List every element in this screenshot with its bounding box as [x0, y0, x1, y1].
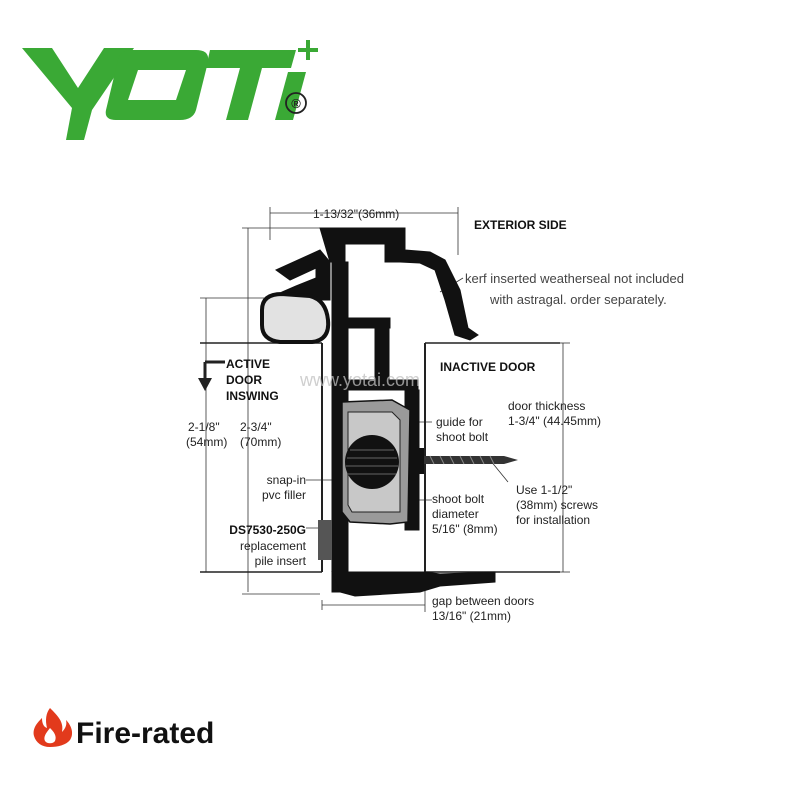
logo-letter-i [275, 72, 306, 120]
part-number: DS7530-250G [229, 523, 306, 537]
gap-label-2: 13/16" (21mm) [432, 609, 511, 623]
bolt-label-1: shoot bolt [432, 492, 485, 506]
fire-rated-text: Fire-rated [76, 717, 214, 750]
labels: 1-13/32"(36mm) EXTERIOR SIDE kerf insert… [186, 207, 684, 623]
guide-label-1: guide for [436, 415, 483, 429]
logo-plus-v [306, 40, 310, 60]
guide-label-2: shoot bolt [436, 430, 489, 444]
inactive-door-label: INACTIVE DOOR [440, 360, 536, 374]
screws-label-1: Use 1-1/2" [516, 483, 572, 497]
registered-mark: ® [291, 96, 301, 111]
dim-218-a: 2-1/8" [188, 420, 220, 434]
dim-218-b: (54mm) [186, 435, 227, 449]
fire-rated-badge: Fire-rated [33, 708, 214, 750]
watermark: www.yotai.com [299, 370, 420, 390]
screws-label-2: (38mm) screws [516, 498, 598, 512]
pile-label-1: replacement [240, 539, 307, 553]
snapin-label-2: pvc filler [262, 488, 306, 502]
logo-letter-t [206, 50, 296, 120]
weatherseal-note-1: kerf inserted weatherseal not included [465, 271, 684, 286]
weatherseal-note-2: with astragal. order separately. [489, 292, 667, 307]
logo-letter-o [105, 50, 209, 120]
pile-label-2: pile insert [255, 554, 307, 568]
logo-letter-y [22, 48, 134, 140]
brand-logo: ® [22, 40, 318, 140]
door-thickness-1: door thickness [508, 399, 585, 413]
astragal-profile [260, 227, 518, 597]
pile-insert [318, 520, 332, 560]
width-dimension: 1-13/32"(36mm) [313, 207, 399, 221]
dimension-lines [200, 207, 570, 612]
down-arrow-icon [198, 360, 225, 391]
gap-label-1: gap between doors [432, 594, 534, 608]
registered-circle [285, 92, 307, 114]
active-door-label-2: DOOR [226, 373, 262, 387]
weatherseal [260, 291, 331, 344]
shoot-bolt [345, 435, 399, 489]
active-door-label-1: ACTIVE [226, 357, 270, 371]
dim-234-a: 2-3/4" [240, 420, 272, 434]
screws-label-3: for installation [516, 513, 590, 527]
flame-icon [33, 708, 73, 747]
installation-screw [418, 448, 518, 474]
dim-234-b: (70mm) [240, 435, 281, 449]
active-door-label-3: INSWING [226, 389, 279, 403]
bolt-label-3: 5/16" (8mm) [432, 522, 498, 536]
door-thickness-2: 1-3/4" (44.45mm) [508, 414, 601, 428]
bolt-label-2: diameter [432, 507, 479, 521]
snapin-label-1: snap-in [267, 473, 306, 487]
exterior-side-label: EXTERIOR SIDE [474, 218, 567, 232]
